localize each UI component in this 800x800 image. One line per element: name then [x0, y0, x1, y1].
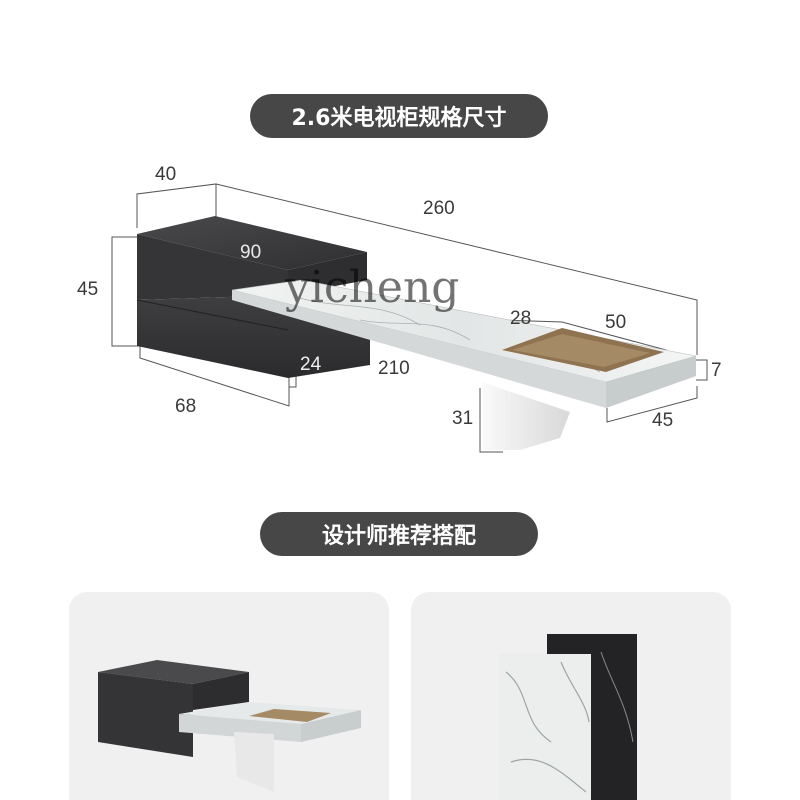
- dim-cabinet-top-width: 90: [240, 242, 261, 263]
- tv-cabinet-image: [98, 660, 361, 792]
- dim-tray-width: 50: [605, 312, 626, 333]
- dim-slab-thickness: 7: [711, 360, 722, 381]
- spec-title-pill: 2.6米电视柜规格尺寸: [250, 94, 548, 138]
- dim-marble-length: 210: [378, 358, 410, 379]
- side-table-image: [499, 634, 637, 800]
- dim-drawer-height: 24: [300, 354, 322, 375]
- dim-depth: 40: [155, 164, 176, 185]
- designer-title-pill: 设计师推荐搭配: [260, 512, 538, 556]
- dim-slab-depth: 45: [652, 410, 673, 431]
- dim-height: 45: [77, 279, 98, 300]
- recommend-card-tv-cabinet[interactable]: [69, 592, 389, 800]
- spec-title: 2.6米电视柜规格尺寸: [291, 106, 507, 131]
- dim-tray-depth: 28: [510, 308, 531, 329]
- dim-total-length: 260: [423, 198, 455, 219]
- dim-leg-height: 31: [452, 408, 473, 429]
- designer-title: 设计师推荐搭配: [321, 524, 476, 549]
- recommend-card-side-table[interactable]: [411, 592, 731, 800]
- dimension-diagram: 40 260 45 90 28 50 24 210 7 68 31 45 yic…: [77, 164, 722, 453]
- bronze-tray: [502, 328, 664, 372]
- dim-cabinet-width: 68: [175, 396, 196, 417]
- white-leg: [482, 382, 570, 450]
- watermark: yicheng: [284, 262, 459, 313]
